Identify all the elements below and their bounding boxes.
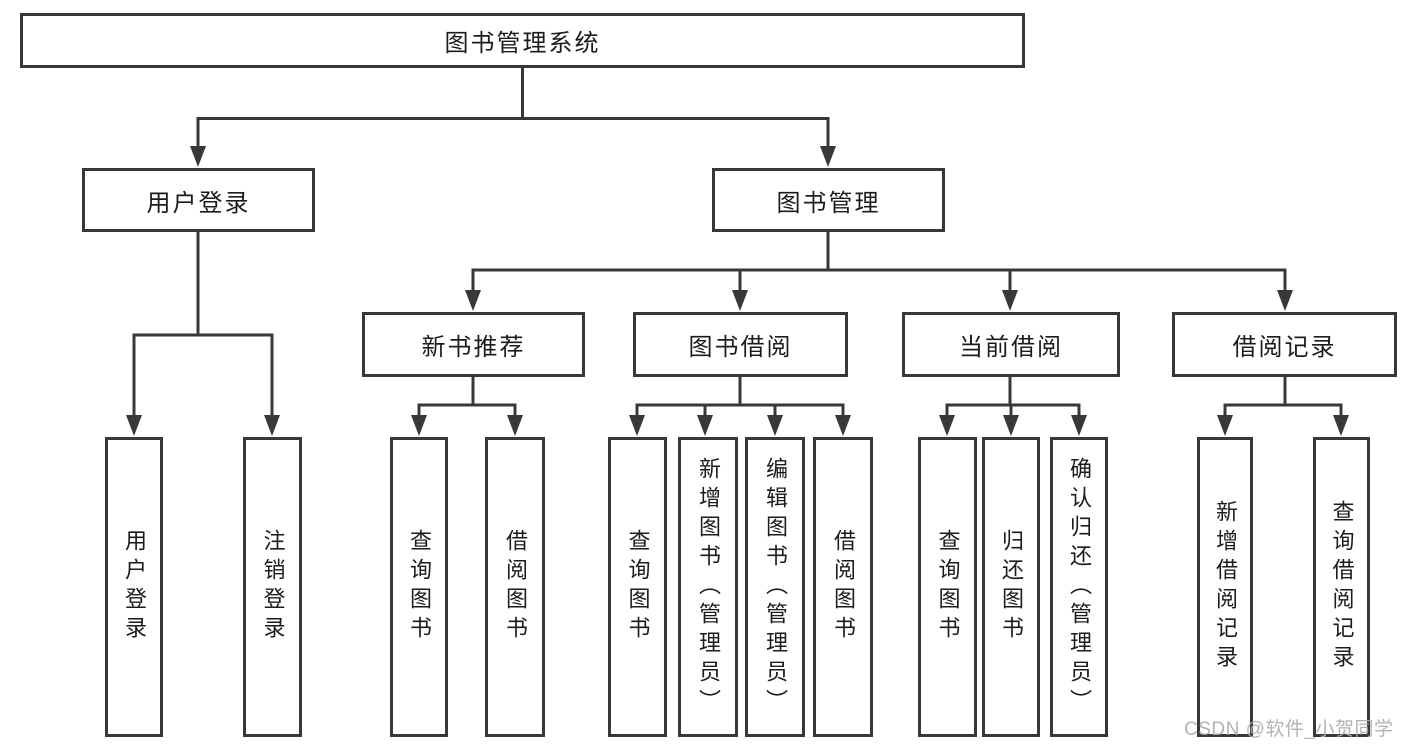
node-user-login: 用户登录: [82, 168, 315, 232]
node-borrow-books-1: 借阅图书: [485, 437, 545, 737]
node-label: 借阅图书: [503, 529, 528, 645]
node-new-book-recommendation: 新书推荐: [362, 312, 585, 377]
csdn-watermark: CSDN @软件_小贺同学: [1184, 719, 1394, 740]
node-label: 图书管理系统: [444, 30, 601, 57]
node-label: 用户登录: [146, 189, 251, 217]
node-user-login-leaf: 用户登录: [105, 437, 163, 737]
node-label: 查询借阅记录: [1329, 500, 1355, 674]
node-add-books-admin: 新增图书（管理员）: [678, 437, 738, 737]
node-query-books-2: 查询图书: [608, 437, 667, 737]
node-label: 新书推荐: [421, 334, 526, 361]
node-label: 当前借阅: [959, 334, 1063, 361]
node-confirm-return-admin: 确认归还（管理员）: [1050, 437, 1108, 737]
node-label: 确认归还（管理员）: [1067, 456, 1092, 718]
node-book-management: 图书管理: [712, 168, 945, 232]
node-label: 借阅图书: [831, 529, 856, 645]
node-logout: 注销登录: [243, 437, 302, 737]
node-label: 查询图书: [935, 529, 961, 645]
node-label: 用户登录: [122, 529, 147, 645]
node-label: 归还图书: [999, 529, 1024, 645]
node-library-management-system: 图书管理系统: [20, 13, 1025, 68]
node-return-books: 归还图书: [982, 437, 1040, 737]
node-current-borrowing: 当前借阅: [902, 312, 1120, 377]
node-edit-books-admin: 编辑图书（管理员）: [745, 437, 805, 737]
node-query-borrow-record: 查询借阅记录: [1313, 437, 1370, 737]
node-borrowing-records: 借阅记录: [1172, 312, 1397, 377]
node-label: 编辑图书（管理员）: [763, 456, 788, 718]
node-label: 注销登录: [260, 529, 286, 645]
node-book-borrowing: 图书借阅: [633, 312, 848, 377]
node-query-books-3: 查询图书: [918, 437, 977, 737]
node-label: 借阅记录: [1232, 334, 1337, 361]
node-label: 查询图书: [407, 529, 432, 645]
node-label: 图书管理: [776, 189, 881, 217]
node-label: 新增图书（管理员）: [696, 456, 721, 718]
node-label: 图书借阅: [688, 334, 793, 361]
node-query-books-1: 查询图书: [390, 437, 448, 737]
node-label: 新增借阅记录: [1213, 500, 1238, 674]
node-borrow-books-2: 借阅图书: [813, 437, 873, 737]
node-add-borrow-record: 新增借阅记录: [1197, 437, 1253, 737]
node-label: 查询图书: [625, 529, 651, 645]
